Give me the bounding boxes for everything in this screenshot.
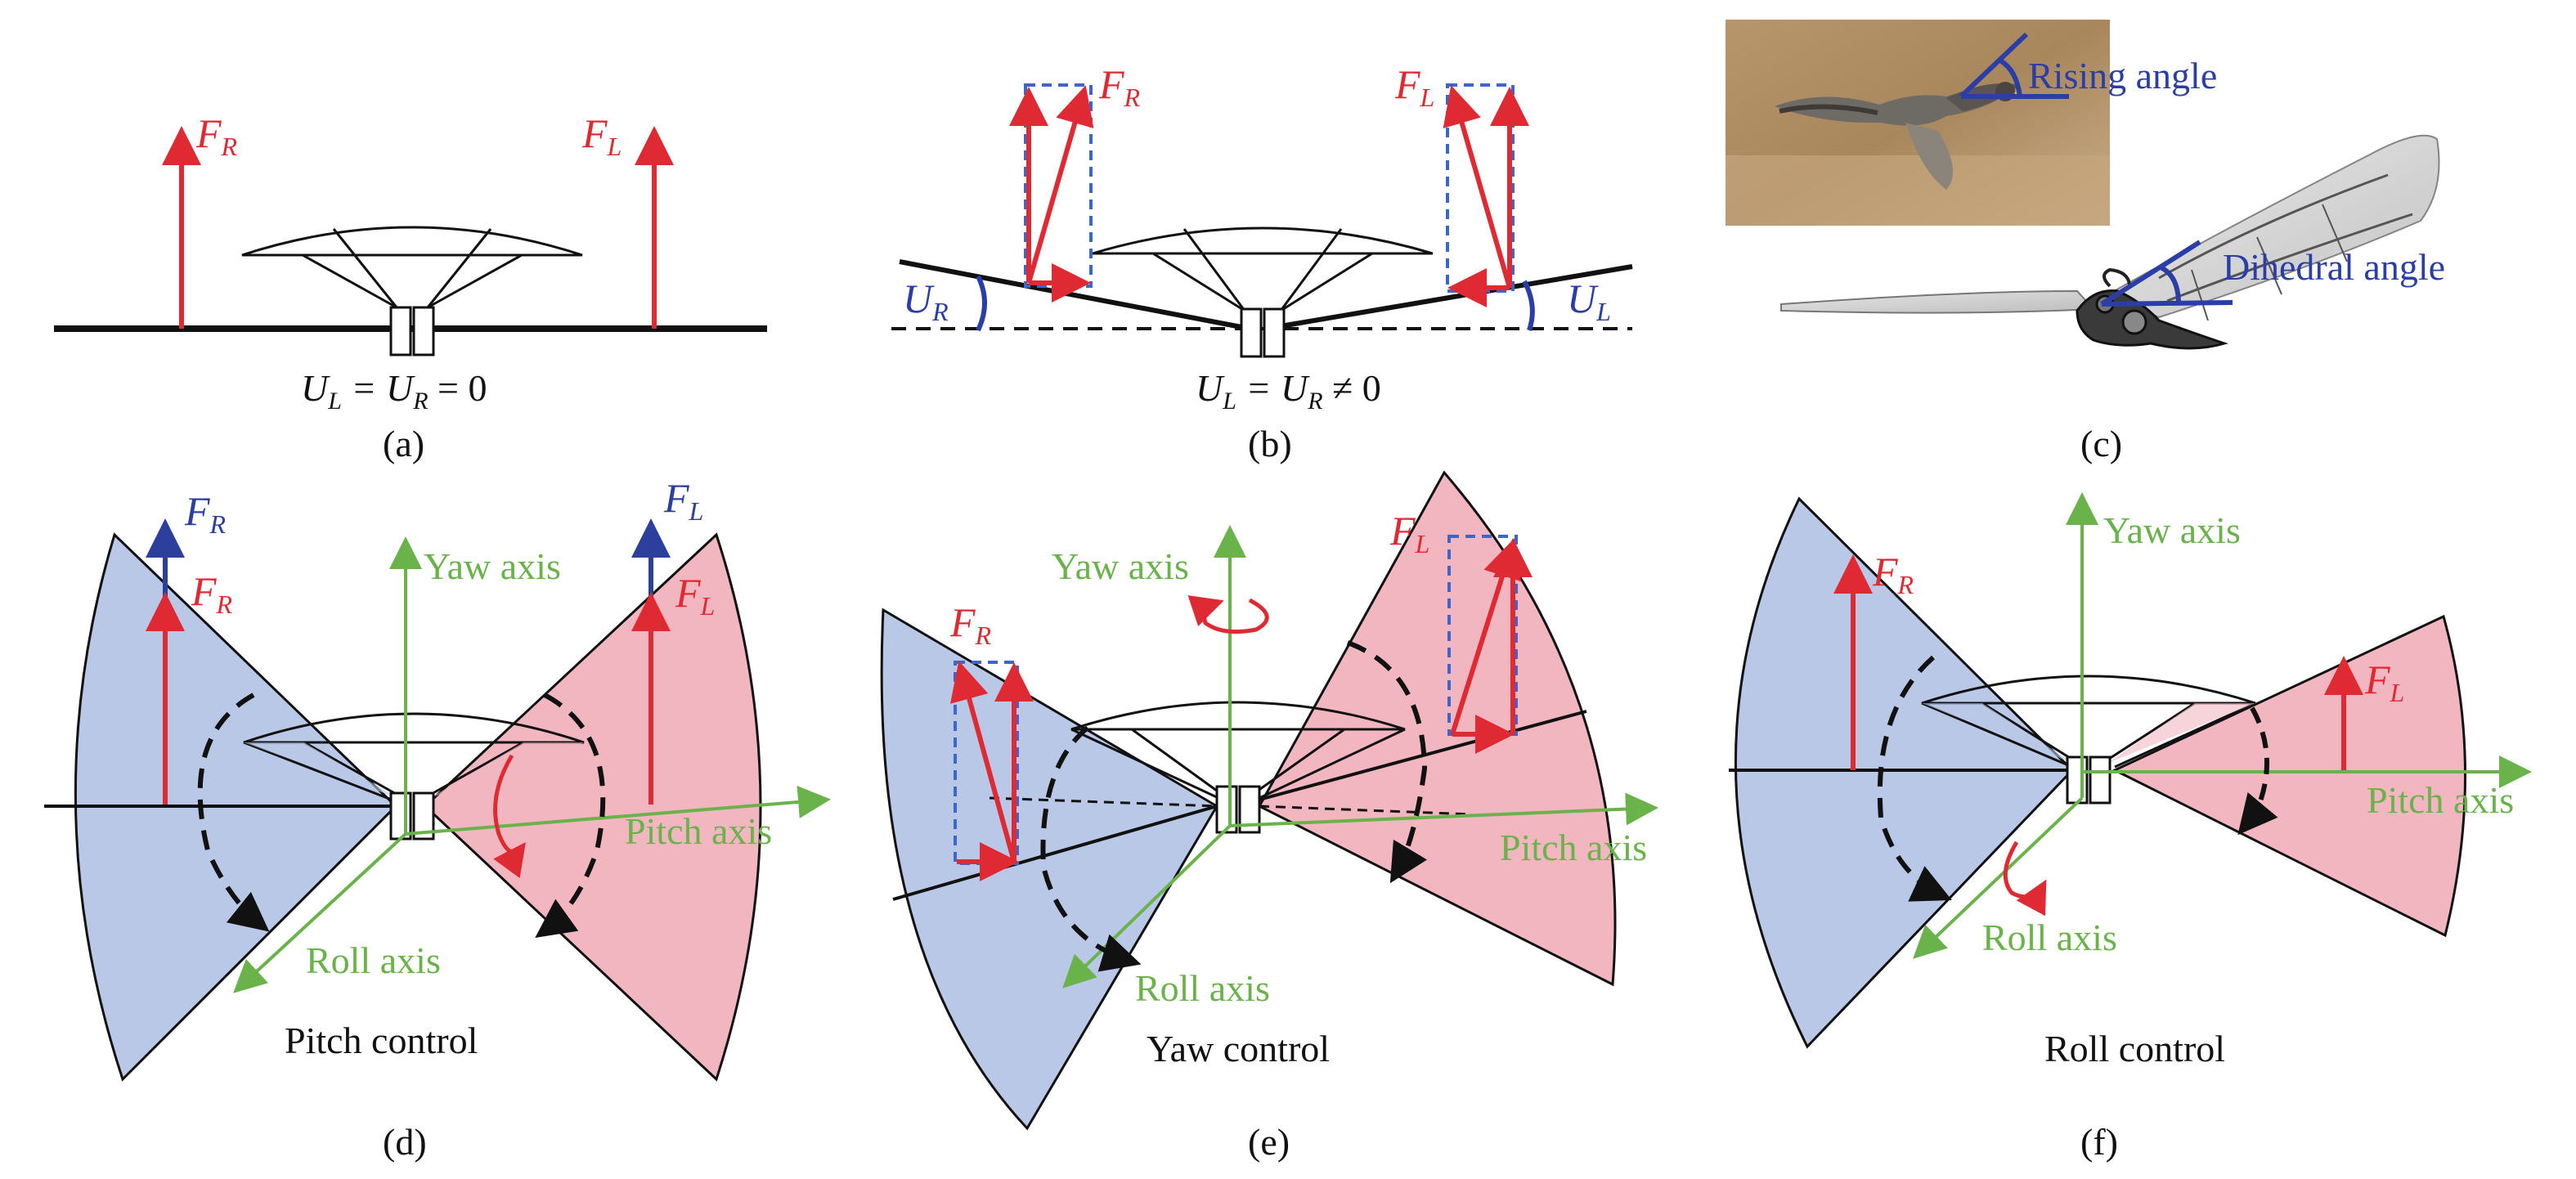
roll-axis-label: Roll axis (1135, 967, 1270, 1009)
flap-arc-left (1346, 640, 1428, 884)
flap-arc-left (2237, 706, 2278, 836)
panel-f: Yaw axis Pitch axis Roll axis FR FL Roll… (1729, 492, 2532, 1163)
roll-axis-label: Roll axis (1982, 917, 2117, 958)
pitch-axis-label: Pitch axis (1500, 827, 1647, 868)
left-wing-sector (2112, 614, 2466, 938)
right-wing-line (899, 259, 1242, 329)
force-label-fr-blue: FR (184, 488, 227, 539)
left-wing-shaded (430, 742, 584, 798)
equation-b: UL = UR ≠ 0 (1196, 367, 1381, 415)
roll-axis (1913, 796, 2084, 959)
force-arrow-fl (1443, 85, 1512, 289)
left-wing-shaded (2107, 703, 2255, 764)
flap-arc-right (197, 693, 270, 932)
right-wing-shaded (1922, 703, 2074, 764)
panel-title-yaw-control: Yaw control (1147, 1028, 1330, 1069)
pitch-axis-label: Pitch axis (2367, 779, 2514, 821)
wing-root-dashed (989, 796, 1219, 808)
roll-rotation-icon (2003, 841, 2047, 917)
body-block-left (389, 791, 412, 841)
wing-body (1921, 675, 2256, 769)
force-label-fr: FR (1098, 61, 1141, 112)
roll-axis-label: Roll axis (306, 939, 441, 981)
dihedral-angle-label: Dihedral angle (2223, 246, 2445, 288)
right-wing-shaded (244, 742, 397, 798)
caption-f: (f) (2080, 1121, 2118, 1163)
yaw-axis-label: Yaw axis (2103, 509, 2241, 551)
body-block-right (2089, 755, 2112, 805)
panel-d: Yaw axis Pitch axis Roll axis FR FR FL F… (44, 475, 831, 1163)
panel-e: Yaw axis Pitch axis Roll axis FR FL Yaw … (880, 470, 1658, 1163)
force-label-fr: FR (195, 110, 238, 161)
body-block-left (2066, 755, 2089, 805)
body-block-right (412, 306, 435, 356)
dihedral-angle-indicator (2100, 240, 2233, 307)
caption-e: (e) (1248, 1121, 1290, 1163)
bird-photo (1726, 20, 2110, 226)
force-label-fr: FR (191, 568, 233, 619)
roll-axis (1062, 824, 1232, 988)
caption-b: (b) (1248, 423, 1292, 464)
force-label-fl-blue: FL (663, 475, 703, 526)
equation-a: UL = UR = 0 (301, 367, 487, 415)
body-block-right (1263, 307, 1286, 358)
wing-body (1092, 226, 1434, 312)
robot-bird (1780, 134, 2440, 350)
wing-body (243, 712, 585, 803)
pitch-axis (405, 785, 831, 836)
angle-arc-ul (1522, 280, 1535, 331)
wing-body (241, 226, 583, 309)
force-label-fl: FL (2364, 657, 2404, 707)
pitch-axis-label: Pitch axis (625, 810, 772, 852)
force-label-fr: FR (949, 599, 992, 650)
body-block-left (389, 306, 412, 356)
flap-arc-left (535, 693, 606, 938)
body-block-left (1240, 307, 1263, 358)
right-wing-span (892, 805, 1218, 901)
force-label-fr: FR (1872, 549, 1914, 599)
panel-a: FR FL UL = UR = 0 (a) (54, 110, 767, 464)
caption-c: (c) (2080, 423, 2122, 464)
angle-label-ur: UR (903, 276, 949, 326)
rising-angle-indicator (1959, 32, 2069, 99)
body-block-left (1215, 785, 1238, 834)
panel-b: FR FL UR UL UL = UR ≠ 0 (b) (891, 61, 1633, 464)
force-arrow-fr (949, 661, 1016, 863)
flap-arc-right (1040, 725, 1142, 972)
roll-axis (233, 832, 407, 993)
yaw-axis-label: Yaw axis (424, 545, 561, 587)
force-label-fl: FL (1389, 508, 1429, 558)
caption-d: (d) (383, 1121, 427, 1163)
angle-label-ul: UL (1567, 276, 1611, 326)
flap-arc-right (1877, 655, 1952, 902)
wing-root-dashed-2 (1259, 805, 1473, 816)
pitch-rotation-icon (493, 754, 526, 879)
force-label-fl: FL (675, 570, 715, 621)
panel-c: Rising angle Dihedral angle (c) (1726, 20, 2445, 464)
force-arrow-fr (1026, 85, 1094, 284)
angle-arc-ur (976, 275, 987, 332)
right-wing-sector (880, 607, 1219, 1131)
yaw-rotation-icon (1187, 595, 1269, 634)
panel-title-roll-control: Roll control (2044, 1028, 2225, 1069)
caption-a: (a) (383, 423, 424, 464)
pitch-axis (1229, 792, 1658, 827)
wing-body (1070, 701, 1406, 800)
force-label-fl: FL (581, 110, 622, 161)
panel-title-pitch-control: Pitch control (285, 1020, 478, 1061)
force-label-fl: FL (1394, 61, 1434, 112)
left-wing-span (1259, 710, 1587, 801)
rising-angle-label: Rising angle (2028, 55, 2217, 96)
yaw-axis-label: Yaw axis (1052, 545, 1189, 587)
